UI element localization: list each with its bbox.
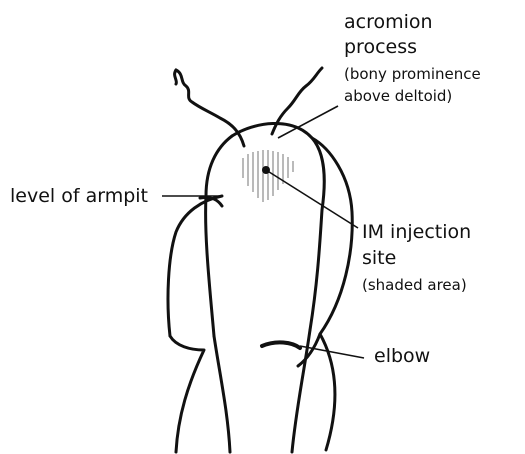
- waist-outline: [170, 336, 204, 452]
- injection-note: (shaded area): [362, 275, 467, 296]
- elbow-crease: [262, 342, 300, 348]
- front-arm-outline: [206, 136, 232, 336]
- armpit-label: level of armpit: [10, 184, 148, 208]
- acromion-note-line1: (bony prominence: [344, 64, 481, 85]
- acromion-note-line2: above deltoid): [344, 86, 452, 107]
- injection-label-line2: site: [362, 246, 396, 270]
- elbow-label: elbow: [374, 344, 430, 368]
- chest-outline: [168, 196, 222, 336]
- injection-shaded-area: [243, 150, 293, 202]
- neck-tip: [175, 70, 177, 84]
- acromion-label-line1: acromion: [344, 10, 433, 34]
- forearm-front: [214, 336, 230, 452]
- injection-label-line1: IM injection: [362, 220, 471, 244]
- back-outline: [312, 138, 352, 450]
- acromion-label-line2: process: [344, 35, 417, 59]
